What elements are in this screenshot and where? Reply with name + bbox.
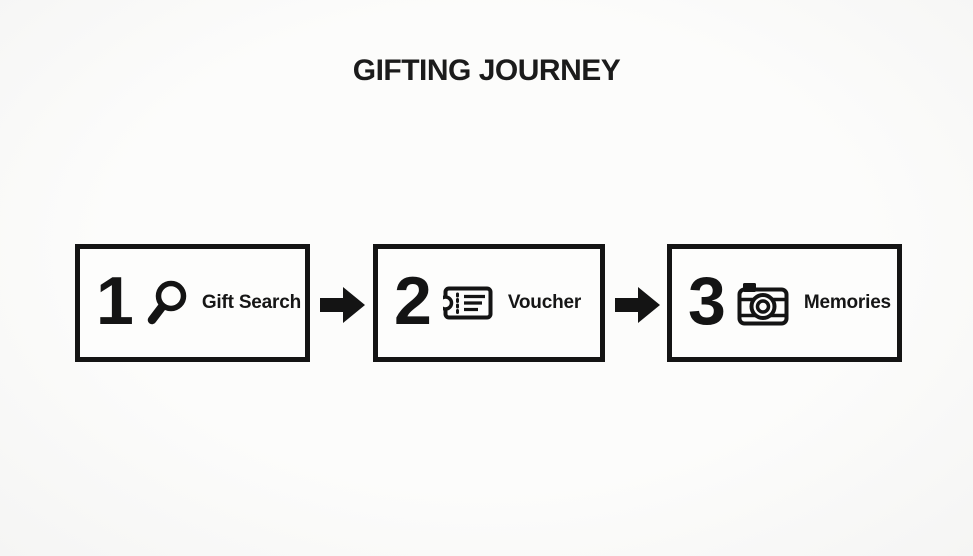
step-number: 3	[688, 263, 726, 339]
step-box-voucher: 2 Voucher	[373, 244, 605, 362]
step-label: Voucher	[507, 292, 582, 313]
ticket-icon	[442, 286, 493, 320]
arrow-right-icon	[615, 286, 660, 324]
step-number: 2	[394, 263, 432, 339]
camera-icon	[737, 280, 789, 326]
step-label: Gift Search	[201, 292, 301, 313]
page-title: GIFTING JOURNEY	[352, 54, 621, 87]
arrow-right-icon	[320, 286, 365, 324]
magnifier-icon	[145, 279, 187, 327]
step-label: Memories	[803, 292, 891, 313]
step-box-memories: 3 Memories	[667, 244, 902, 362]
step-box-gift-search: 1 Gift Search	[75, 244, 310, 362]
step-number: 1	[96, 263, 134, 339]
